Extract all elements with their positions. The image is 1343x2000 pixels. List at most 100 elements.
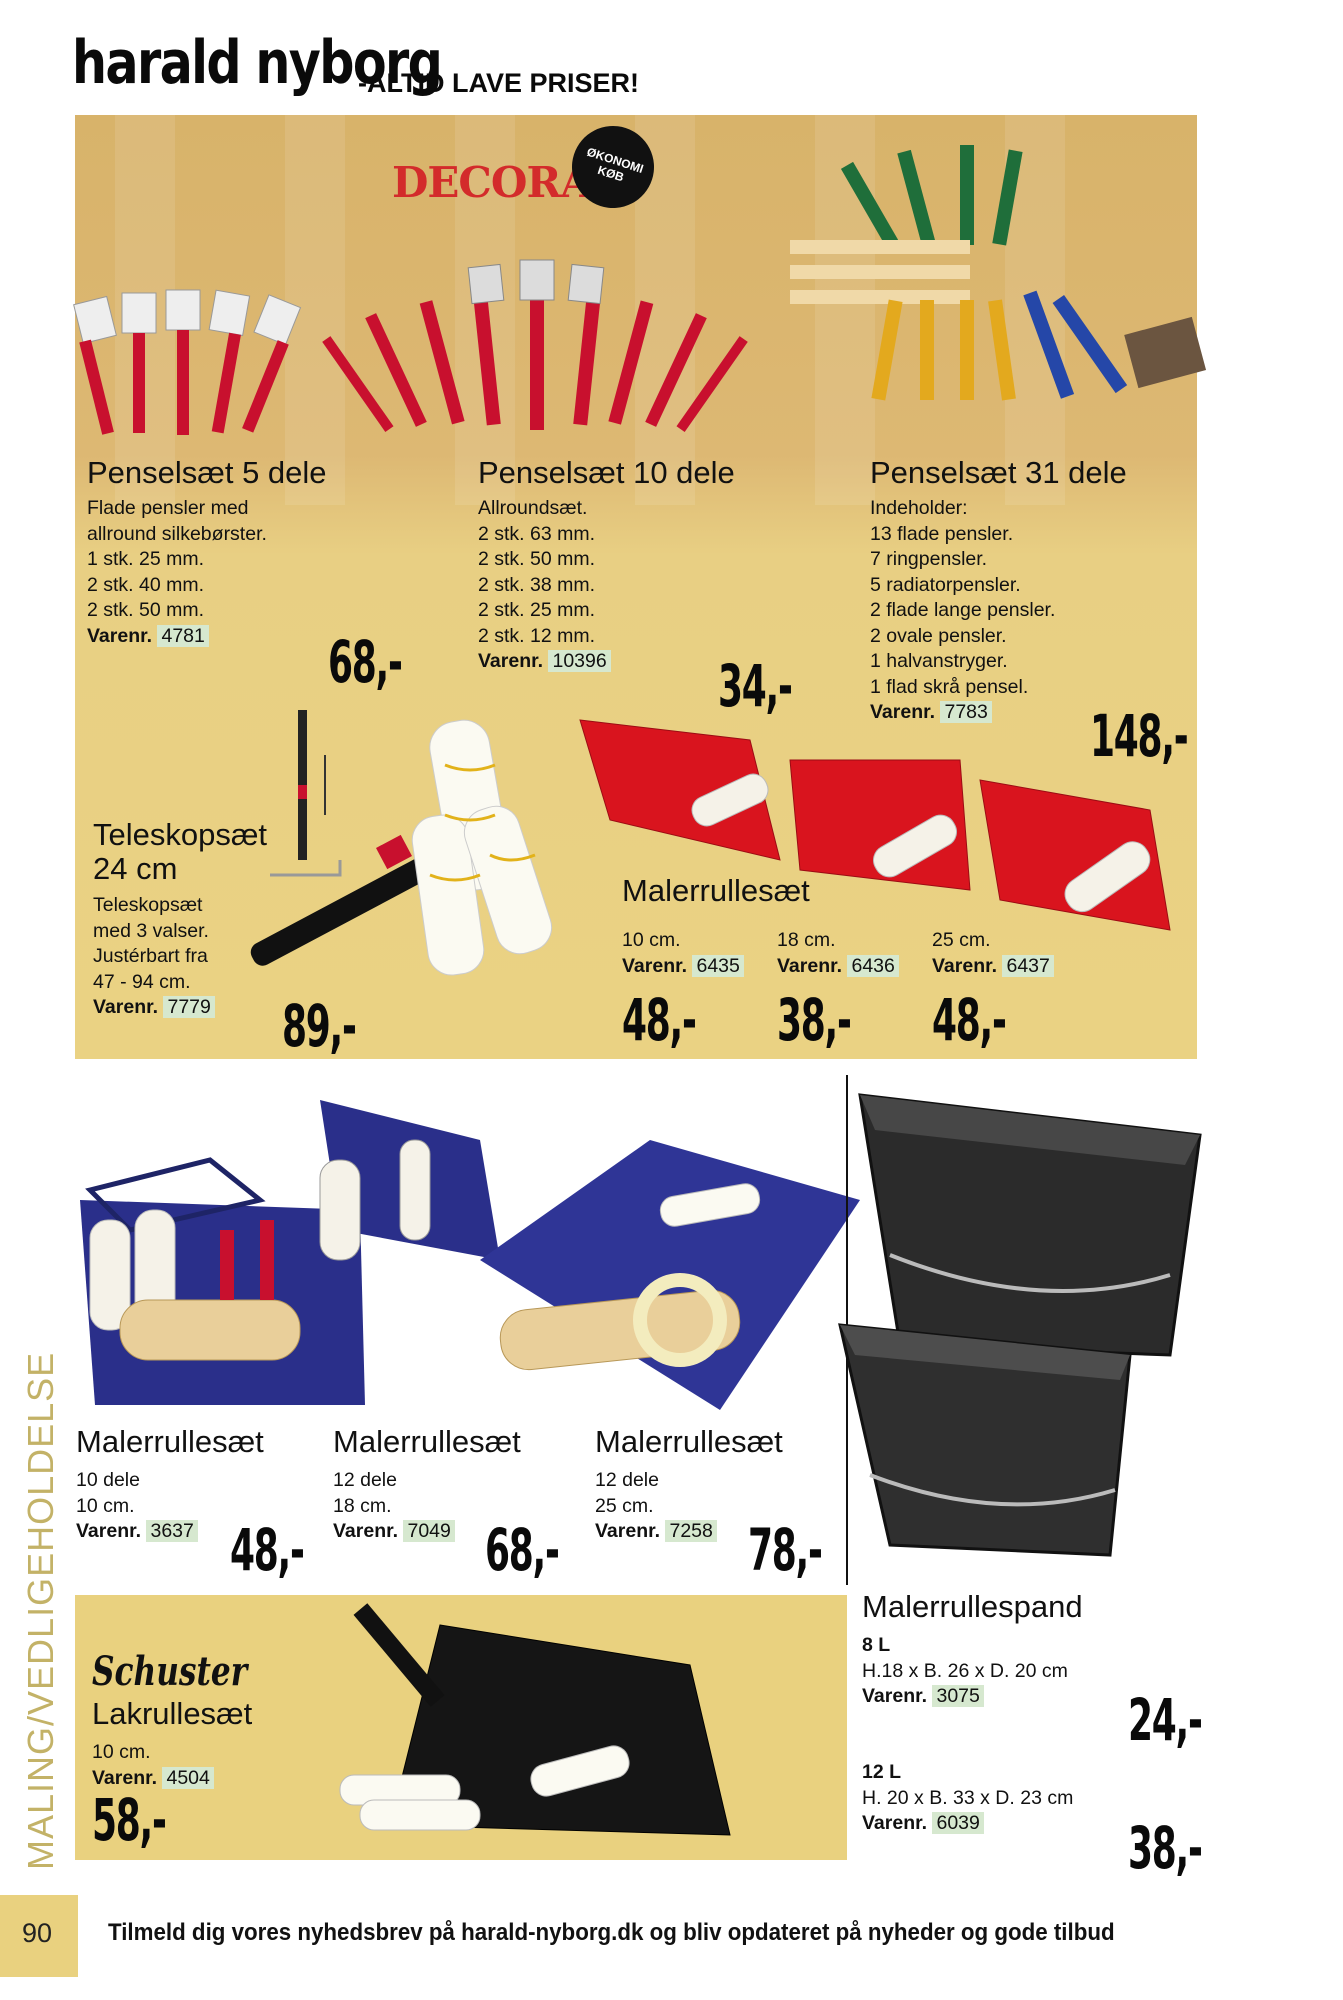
desc-line: Indeholder: (870, 497, 968, 519)
schuster-logo: Schuster (92, 1648, 248, 1695)
varenr: Varenr. 6436 (777, 954, 899, 980)
price-malerrullesaet-7049: 68,- (485, 1516, 560, 1584)
product-title-penselsaet-5: Penselsæt 5 dele (87, 455, 327, 490)
desc-line: 18 cm. (333, 1494, 392, 1517)
product-title-malerrullesaet-red: Malerrullesæt (622, 873, 810, 908)
size: 25 cm. (932, 929, 991, 951)
varenr: Varenr. 7783 (870, 700, 1055, 726)
product-title-lakrullesaet: Lakrullesæt (92, 1696, 253, 1731)
product-title-penselsaet-10: Penselsæt 10 dele (478, 455, 735, 490)
varenr-number: 6437 (1002, 954, 1054, 977)
malerrullesaet-item-18: 18 cm. Varenr. 6436 (777, 928, 899, 979)
varenr-number: 7258 (665, 1520, 717, 1542)
varenr-number: 6435 (692, 954, 744, 977)
desc-line: 1 flad skrå pensel. (870, 675, 1029, 698)
varenr-number: 3637 (146, 1520, 198, 1542)
title-line: 24 cm (93, 851, 178, 886)
bucket-dimensions: H. 20 x B. 33 x D. 23 cm (862, 1786, 1074, 1809)
telescope-roller-image (250, 710, 553, 976)
bucket-volume: 12 L (862, 1761, 902, 1783)
price-malerrullesaet-3637: 48,- (230, 1516, 305, 1584)
varenr-number: 6039 (932, 1812, 984, 1834)
desc-line: 13 flade pensler. (870, 522, 1014, 545)
varenr: Varenr. 6437 (932, 954, 1054, 980)
product-desc-malerrullesaet-12dele-18: 12 dele 18 cm. Varenr. 7049 (333, 1468, 455, 1545)
desc-line: Teleskopsæt (93, 894, 203, 916)
desc-line: 1 stk. 25 mm. (87, 548, 205, 570)
varenr: Varenr. 7779 (93, 995, 215, 1021)
varenr: Varenr. 6435 (622, 954, 744, 980)
desc-line: Justérbart fra (93, 945, 208, 967)
title-line: Teleskopsæt (93, 817, 268, 852)
desc-line: 7 ringpensler. (870, 548, 988, 570)
malerrullesaet-item-25: 25 cm. Varenr. 6437 (932, 928, 1054, 979)
product-desc-penselsaet-5: Flade pensler med allround silkebørster.… (87, 496, 267, 649)
varenr-number: 7783 (940, 701, 992, 723)
product-desc-teleskopsaet: Teleskopsæt med 3 valser. Justérbart fra… (93, 893, 215, 1021)
varenr-number: 3075 (932, 1685, 984, 1707)
desc-line: med 3 valser. (93, 919, 209, 942)
brand-logo: harald nyborg (72, 28, 443, 98)
paint-bucket-image (838, 1093, 1202, 1557)
desc-line: 2 stk. 25 mm. (478, 599, 596, 621)
product-title-malerrullesaet-12dele-25: Malerrullesæt (595, 1424, 783, 1459)
black-tray (389, 1624, 731, 1836)
section-sidebar-label: MALING/VEDLIGEHOLDELSE (20, 1351, 61, 1870)
page-number-box (0, 1895, 78, 1977)
varenr-number: 7049 (403, 1520, 455, 1542)
bucket-8l (858, 1093, 1202, 1357)
product-desc-malerrullesaet-12dele-25: 12 dele 25 cm. Varenr. 7258 (595, 1468, 717, 1545)
price-malerrullesaet-7258: 78,- (748, 1516, 823, 1584)
product-desc-penselsaet-31: Indeholder: 13 flade pensler. 7 ringpens… (870, 496, 1055, 726)
decora-logo: DECORA (392, 158, 593, 207)
brush-icon (73, 295, 117, 435)
bucket-8l-info: 8 L H.18 x B. 26 x D. 20 cm Varenr. 3075 (862, 1633, 1068, 1710)
product-title-malerrullesaet-10dele: Malerrullesæt (76, 1424, 264, 1459)
price-penselsaet-31: 148,- (1090, 702, 1189, 770)
desc-line: 2 stk. 50 mm. (87, 599, 205, 621)
varenr-number: 10396 (548, 650, 611, 672)
price-teleskopsaet: 89,- (282, 992, 357, 1060)
varenr: Varenr. 4781 (87, 624, 267, 650)
desc-line: 10 cm. (92, 1741, 151, 1763)
page-number: 90 (22, 1918, 53, 1948)
desc-line: 47 - 94 cm. (93, 970, 191, 993)
product-title-malerrullespand: Malerrullespand (862, 1589, 1083, 1624)
product-desc-lakrullesaet: 10 cm. Varenr. 4504 (92, 1740, 214, 1791)
desc-line: 5 radiatorpensler. (870, 573, 1021, 596)
blue-tray-set-image (80, 1100, 860, 1410)
varenr-number: 7779 (163, 996, 215, 1018)
desc-line: allround silkebørster. (87, 522, 267, 545)
varenr: Varenr. 4504 (92, 1766, 214, 1792)
size: 18 cm. (777, 929, 836, 951)
red-tray-set-image (579, 719, 1171, 931)
price-bucket-12l: 38,- (1128, 1814, 1203, 1882)
bucket-12l-info: 12 L H. 20 x B. 33 x D. 23 cm Varenr. 60… (862, 1760, 1073, 1837)
product-desc-penselsaet-10: Allroundsæt. 2 stk. 63 mm. 2 stk. 50 mm.… (478, 496, 611, 675)
lak-tray-image (339, 1603, 731, 1836)
desc-line: 2 stk. 38 mm. (478, 573, 596, 596)
price-bucket-8l: 24,- (1128, 1686, 1203, 1754)
desc-line: 2 ovale pensler. (870, 624, 1007, 647)
size: 10 cm. (622, 929, 681, 951)
bucket-12l (838, 1323, 1132, 1557)
desc-line: Flade pensler med (87, 497, 249, 519)
price-malerrullesaet-10: 48,- (622, 986, 697, 1054)
price-malerrullesaet-18: 38,- (777, 986, 852, 1054)
varenr: Varenr. 7049 (333, 1519, 455, 1545)
varenr: Varenr. 3075 (862, 1684, 1068, 1710)
red-tray (579, 719, 1171, 931)
tagline: -ALTID LAVE PRISER! (358, 68, 639, 98)
varenr-number: 4504 (162, 1766, 214, 1789)
product-title-penselsaet-31: Penselsæt 31 dele (870, 455, 1127, 490)
brush-set-31-image (790, 145, 1207, 401)
desc-line: 10 dele (76, 1469, 140, 1491)
product-desc-malerrullesaet-10dele: 10 dele 10 cm. Varenr. 3637 (76, 1468, 198, 1545)
desc-line: Allroundsæt. (478, 497, 588, 519)
product-title-malerrullesaet-12dele-18: Malerrullesæt (333, 1424, 521, 1459)
varenr: Varenr. 6039 (862, 1811, 1073, 1837)
desc-line: 10 cm. (76, 1494, 135, 1517)
desc-line: 2 flade lange pensler. (870, 599, 1056, 621)
price-lakrullesaet: 58,- (92, 1786, 167, 1854)
varenr: Varenr. 7258 (595, 1519, 717, 1545)
